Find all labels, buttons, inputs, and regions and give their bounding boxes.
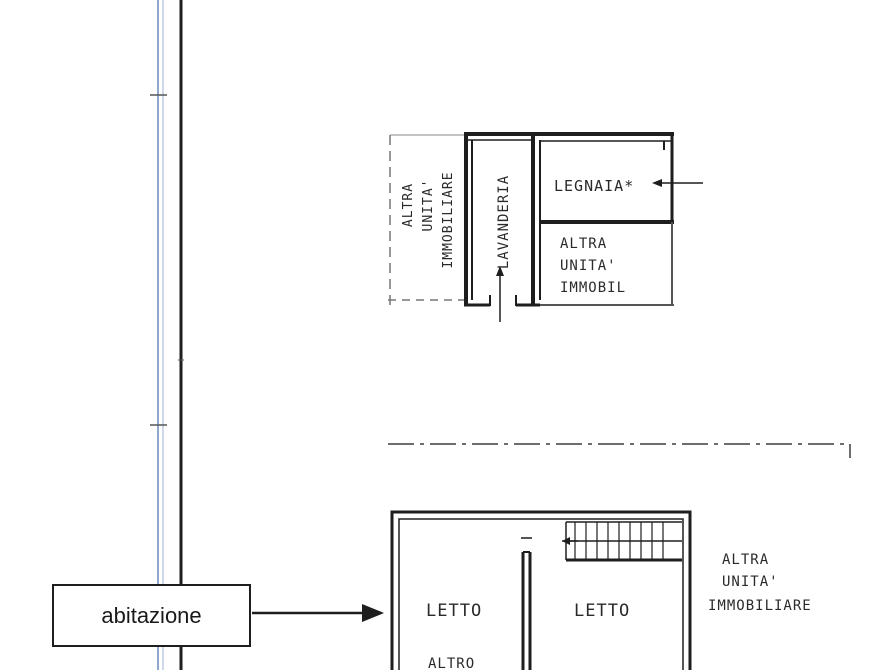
room-right-label: LETTO — [574, 601, 630, 621]
room-left-sublabel: ALTRO — [428, 656, 475, 670]
left-unit-label-2: UNITA' — [421, 179, 436, 232]
side-unit-label-3: IMMOBILIARE — [708, 598, 812, 614]
lower-floor-block: LETTO ALTRO LETTO ALTRA UNITA' IMMOBILIA… — [390, 510, 812, 670]
left-unit-label-3: IMMOBILIARE — [441, 171, 456, 268]
callout-label: abitazione — [101, 602, 202, 628]
abitazione-callout-box: abitazione — [52, 584, 251, 647]
staircase — [562, 521, 682, 562]
left-unit-label-1: ALTRA — [401, 183, 416, 227]
side-unit-label-2: UNITA' — [722, 574, 779, 590]
right-unit-label-1: ALTRA — [560, 236, 607, 252]
room-left-label: LETTO — [426, 601, 482, 621]
upper-floor-block: ALTRA UNITA' IMMOBILIARE LAVANDERIA LEGN… — [388, 132, 703, 322]
woodshed-label: LEGNAIA* — [554, 177, 634, 195]
laundry-label: LAVANDERIA — [496, 175, 512, 269]
side-unit-label-1: ALTRA — [722, 552, 769, 568]
dashed-separator — [388, 443, 851, 458]
right-unit-label-2: UNITA' — [560, 258, 617, 274]
right-unit-label-3: IMMOBIL — [560, 280, 626, 296]
site-boundary-lines — [150, 0, 184, 670]
callout-arrow — [252, 604, 384, 622]
